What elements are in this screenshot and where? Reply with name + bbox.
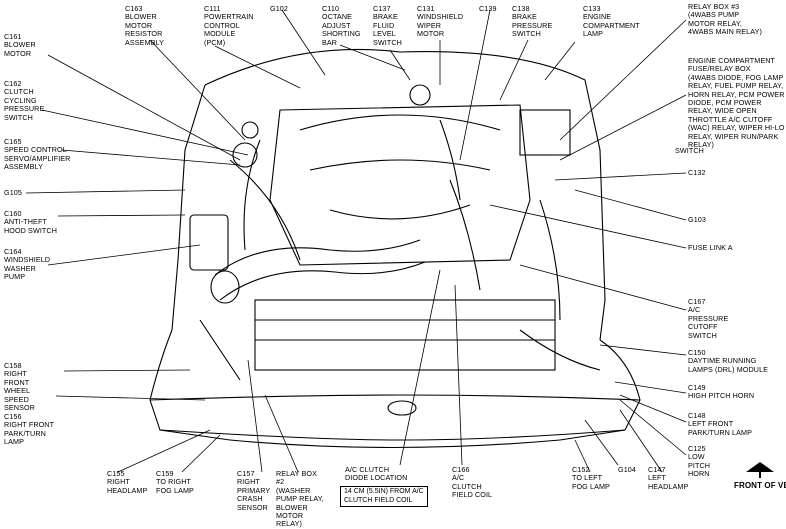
label-c165: C165 SPEED CONTROL SERVO/AMPLIFIER ASSEM… — [4, 137, 71, 172]
label-c111: C111 POWERTRAIN CONTROL MODULE (PCM) — [204, 4, 254, 47]
label-c132: C132 — [688, 168, 706, 177]
label-c148: C148 LEFT FRONT PARK/TURN LAMP — [688, 411, 752, 437]
label-c159: C159 TO RIGHT FOG LAMP — [156, 469, 194, 495]
label-c155: C155 RIGHT HEADLAMP — [107, 469, 148, 495]
label-c133: C133 ENGINE COMPARTMENT LAMP — [583, 4, 640, 39]
label-c149: C149 HIGH PITCH HORN — [688, 383, 755, 401]
label-c161: C161 BLOWER MOTOR — [4, 32, 36, 58]
label-g104: G104 — [618, 465, 636, 474]
label-c150: C150 DAYTIME RUNNING LAMPS (DRL) MODULE — [688, 348, 769, 374]
label-c139: C139 — [479, 4, 497, 13]
label-ac-clutch-diode: A/C CLUTCH DIODE LOCATION — [345, 465, 408, 483]
label-g102: G102 — [270, 4, 288, 13]
front-of-vehicle-arrow-icon — [746, 462, 774, 478]
label-g103: G103 — [688, 215, 706, 224]
label-c158: C158 RIGHT FRONT WHEEL SPEED SENSOR — [4, 361, 35, 413]
label-c162: C162 CLUTCH CYCLING PRESSURE SWITCH — [4, 79, 45, 122]
diode-location-note: 14 CM (5.5IN) FROM A/C CLUTCH FIELD COIL — [340, 486, 428, 507]
label-c157: C157 RIGHT PRIMARY CRASH SENSOR — [237, 469, 271, 512]
label-c138: C138 BRAKE PRESSURE SWITCH — [512, 4, 553, 39]
label-c152: C152 TO LEFT FOG LAMP — [572, 465, 610, 491]
label-c167: C167 A/C PRESSURE CUTOFF SWITCH — [688, 297, 729, 340]
label-c166: C166 A/C CLUTCH FIELD COIL — [452, 465, 493, 500]
label-g105: G105 — [4, 188, 22, 197]
leader-lines — [25, 9, 687, 473]
label-relay-box-2: RELAY BOX #2 (WASHER PUMP RELAY, BLOWER … — [276, 469, 324, 529]
label-c137: C137 BRAKE FLUID LEVEL SWITCH — [373, 4, 402, 47]
label-c110: C110 OCTANE ADJUST SHORTING BAR — [322, 4, 361, 47]
label-c156: C156 RIGHT FRONT PARK/TURN LAMP — [4, 412, 55, 447]
label-fuse-link-a: FUSE LINK A — [688, 243, 733, 252]
label-front-of-vehicle: FRONT OF VEHICLE — [734, 482, 786, 490]
label-c163: C163 BLOWER MOTOR RESISTOR ASSEMBLY — [125, 4, 165, 47]
label-switch: SWITCH — [675, 146, 704, 155]
label-fuse-relay-box: ENGINE COMPARTMENT FUSE/RELAY BOX (4WABS… — [688, 56, 785, 150]
label-c147: C147 LEFT HEADLAMP — [648, 465, 689, 491]
engine-drawing — [149, 48, 641, 449]
label-c131: C131 WINDSHIELD WIPER MOTOR — [417, 4, 464, 39]
label-c125: C125 LOW PITCH HORN — [688, 444, 711, 479]
label-c164: C164 WINDSHIELD WASHER PUMP — [4, 247, 51, 282]
label-relay-box-3: RELAY BOX #3 (4WABS PUMP MOTOR RELAY, 4W… — [688, 2, 762, 37]
label-c160: C160 ANTI-THEFT HOOD SWITCH — [4, 209, 58, 235]
